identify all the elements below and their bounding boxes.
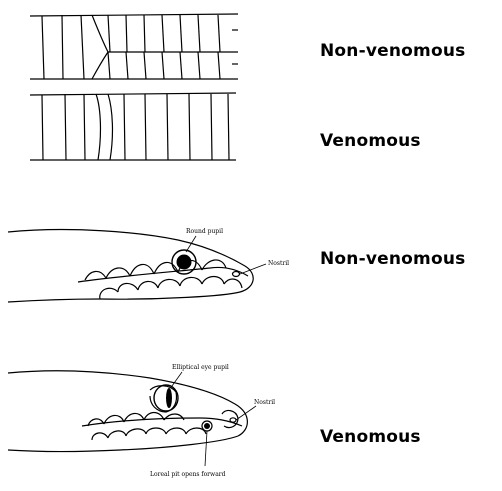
head-outline-upper [8, 371, 247, 452]
annotation-elliptical-pupil: Elliptical eye pupil [172, 364, 229, 371]
annotation-nostril-2: Nostril [254, 399, 275, 406]
mouth-line [82, 418, 242, 426]
annotation-nostril-1: Nostril [268, 260, 289, 267]
label-scales-nonvenomous: Non-venomous [320, 41, 465, 61]
label-head-venomous: Venomous [320, 427, 421, 447]
head-drawing-nonvenomous [8, 230, 253, 302]
head-outline-upper [8, 230, 253, 302]
label-scales-venomous: Venomous [320, 131, 421, 151]
label-head-nonvenomous: Non-venomous [320, 249, 465, 269]
annotation-loreal-pit: Loreal pit opens forward [150, 471, 226, 478]
elliptical-pupil-eye [154, 385, 178, 411]
loreal-pit-mark [204, 423, 210, 429]
scales-drawing-venomous [30, 93, 236, 160]
annotation-round-pupil: Round pupil [186, 228, 223, 235]
head-drawing-venomous [8, 371, 247, 452]
scales-drawing-nonvenomous [30, 14, 238, 79]
